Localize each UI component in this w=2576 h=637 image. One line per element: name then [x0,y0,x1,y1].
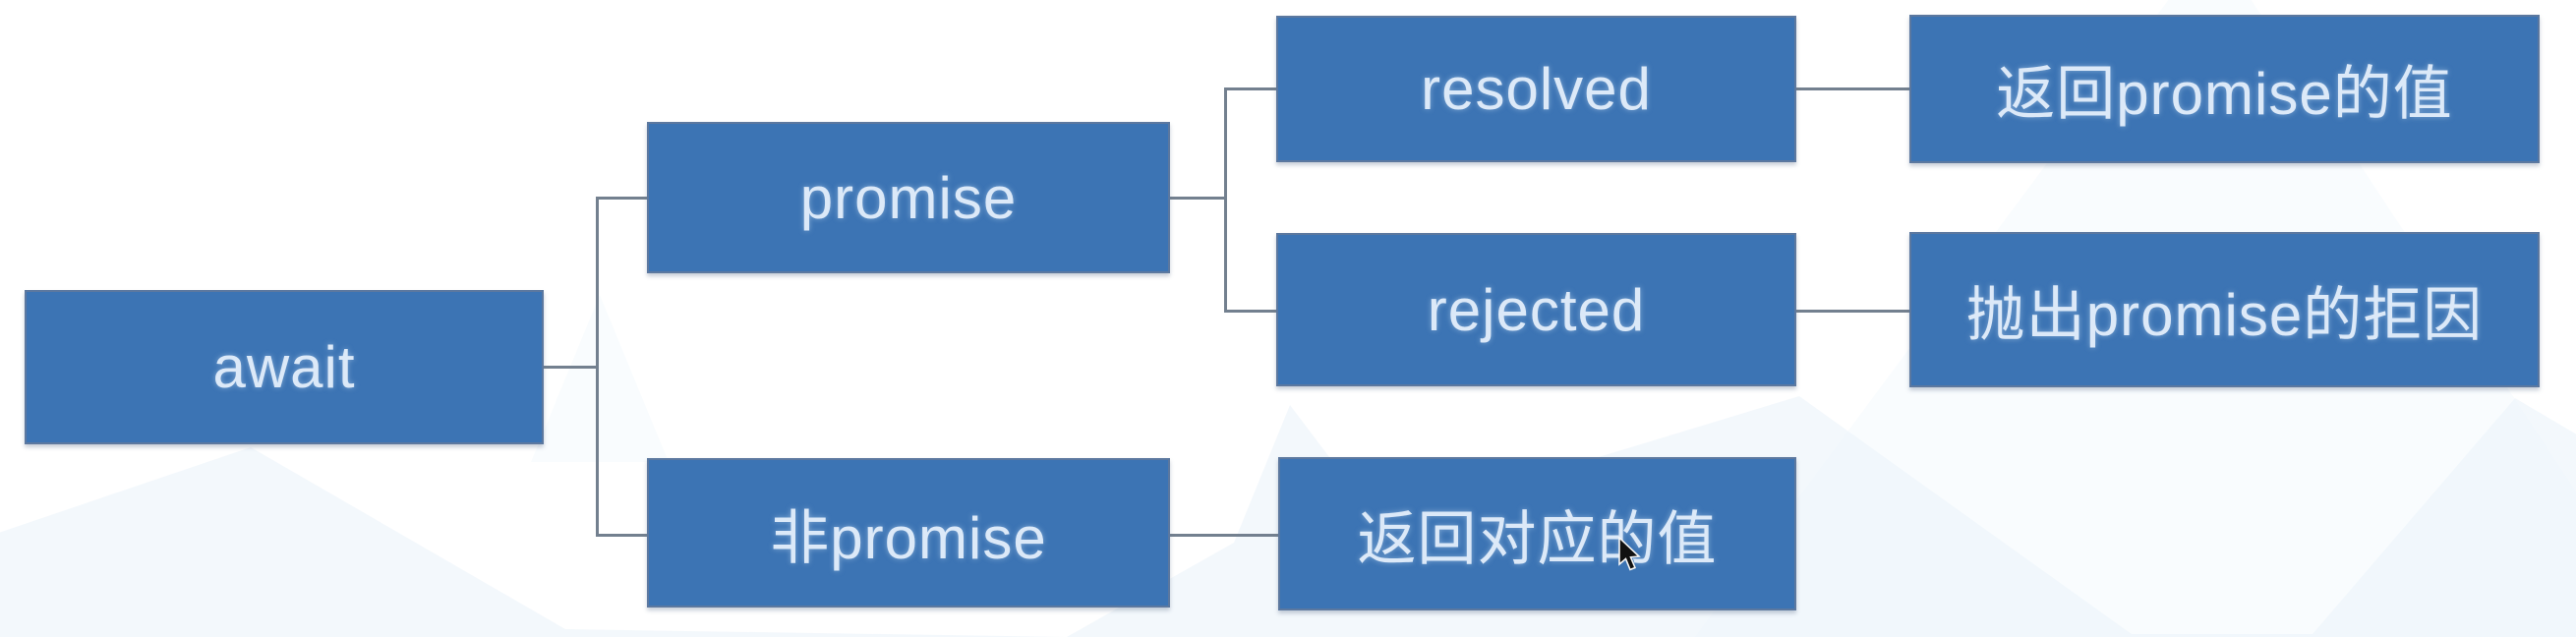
node-rejected[interactable]: rejected [1276,233,1796,386]
connector-await-branch [544,366,599,369]
node-label: resolved [1421,56,1652,122]
node-await[interactable]: await [25,290,544,444]
node-return-promise-value[interactable]: 返回promise的值 [1909,15,2540,163]
node-non-promise[interactable]: 非promise [647,458,1170,608]
mouse-cursor-icon [1618,537,1641,571]
node-label: await [212,334,356,400]
connector-non-promise-to-return-value [1170,534,1278,537]
node-label: 返回对应的值 [1357,505,1718,572]
connector-promise-branch [1170,197,1227,200]
node-return-corresponding-value[interactable]: 返回对应的值 [1278,457,1796,610]
node-label: 返回promise的值 [1996,61,2453,127]
connector-promise-to-rejected [1224,310,1276,313]
node-promise[interactable]: promise [647,122,1170,273]
connector-resolved-to-return-value [1796,87,1909,90]
connector-await-to-non-promise [596,534,649,537]
connector-promise-to-resolved [1224,87,1276,90]
connector-await-branch-vertical [596,197,599,537]
node-label: 非promise [770,504,1047,571]
node-label: rejected [1427,276,1646,343]
connector-rejected-to-throw-reason [1796,310,1909,313]
node-label: 抛出promise的拒因 [1965,281,2484,348]
node-throw-promise-reason[interactable]: 抛出promise的拒因 [1909,232,2540,387]
connector-await-to-promise [596,197,647,200]
connector-promise-branch-vertical [1224,87,1227,313]
node-resolved[interactable]: resolved [1276,16,1796,162]
node-label: promise [799,164,1018,231]
